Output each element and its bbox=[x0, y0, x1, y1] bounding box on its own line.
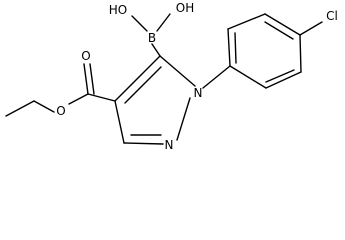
bond-b-c5 bbox=[151, 43, 161, 57]
bond-c4-carbonyl bbox=[87, 93, 116, 102]
atom-label-oh: OH bbox=[176, 1, 194, 15]
bond-c4-c5-double bbox=[124, 66, 162, 104]
bond-ph-3-double bbox=[264, 21, 294, 40]
bond-ph-4 bbox=[299, 34, 302, 73]
atom-label-ho: HO bbox=[109, 3, 127, 17]
bond-ch2-ch3 bbox=[5, 100, 35, 117]
bond-n2-c3 bbox=[123, 142, 164, 145]
atom-label-ether-o: O bbox=[56, 104, 65, 118]
chlorophenyl-ring bbox=[202, 13, 323, 89]
pyrazole-ring bbox=[114, 55, 196, 145]
atom-labels: HO OH B Cl N N O O bbox=[56, 1, 338, 152]
bond-c5-n1 bbox=[159, 55, 196, 87]
bond-n1-ipso bbox=[202, 65, 231, 89]
bond-ph-5 bbox=[265, 71, 302, 89]
bond-carbonyl-o-double-b bbox=[89, 63, 95, 95]
ethyl-ester-group bbox=[5, 63, 116, 117]
atom-label-carbonyl-o: O bbox=[81, 49, 90, 63]
bond-ph-3 bbox=[264, 13, 301, 36]
bond-c4-c5 bbox=[114, 55, 161, 102]
atom-label-chlorine: Cl bbox=[326, 9, 338, 23]
bond-b-oh-left bbox=[131, 15, 148, 32]
bond-ph-1-double bbox=[234, 32, 237, 64]
bond-carbonyl-o-ether bbox=[68, 93, 89, 105]
bond-ph-1 bbox=[227, 28, 231, 67]
bond-c3-c4 bbox=[114, 100, 125, 144]
bond-o-ch2 bbox=[33, 100, 55, 113]
bond-ph-cl bbox=[299, 21, 323, 36]
boronic-acid-group bbox=[131, 13, 171, 57]
bond-carbonyl-o-double-a bbox=[83, 63, 89, 95]
atom-label-boron: B bbox=[148, 31, 156, 45]
bond-b-oh-right bbox=[156, 13, 171, 32]
bond-ph-5-double bbox=[265, 69, 295, 83]
atom-label-n1: N bbox=[194, 86, 203, 100]
bond-ph-2 bbox=[227, 13, 266, 30]
bond-ph-6 bbox=[229, 65, 267, 89]
bond-n1-n2 bbox=[176, 97, 191, 141]
atom-label-n2: N bbox=[165, 138, 174, 152]
molecule-structure: HO OH B Cl N N O O bbox=[5, 1, 338, 152]
